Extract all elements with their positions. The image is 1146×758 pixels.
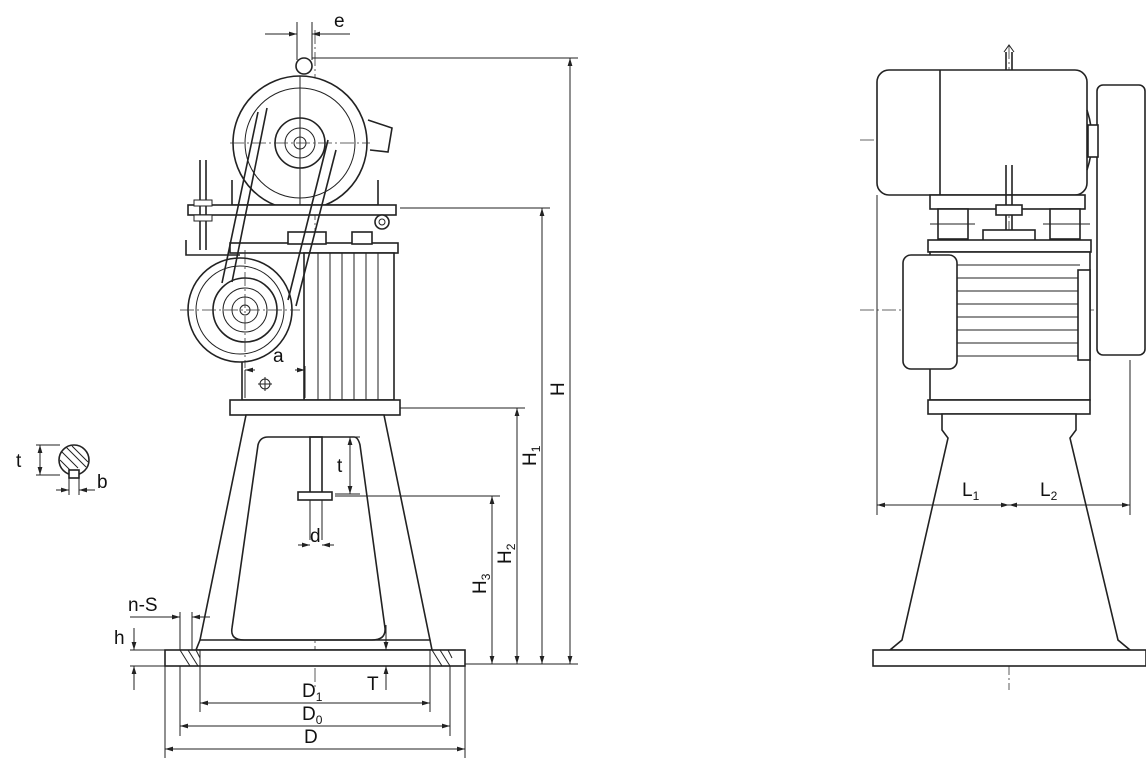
side-view — [860, 44, 1146, 690]
dim-label-T: T — [367, 674, 379, 695]
dim-label-L1: L1 — [962, 480, 980, 503]
dim-label-H2-text: H2 — [495, 543, 518, 564]
upper-pulley — [230, 57, 393, 211]
dim-label-t-shaft: t — [16, 451, 22, 472]
dim-label-H1: H1 — [520, 445, 543, 466]
shaft-section — [36, 444, 95, 495]
dim-label-d: d — [310, 526, 321, 547]
dim-label-b: b — [97, 472, 108, 493]
dim-label-t-key: t — [337, 456, 343, 477]
dim-label-H1-text: H1 — [520, 445, 543, 466]
dim-label-e: e — [334, 11, 345, 32]
dim-label-D: D — [304, 727, 318, 748]
dim-label-a: a — [273, 346, 284, 367]
lower-pulley — [180, 250, 305, 401]
dim-label-h: h — [114, 628, 125, 649]
side-dimensions — [876, 195, 1131, 515]
dim-label-n-s: n-S — [128, 595, 158, 616]
dim-label-L2: L2 — [1040, 480, 1058, 503]
front-dimensions — [130, 22, 578, 758]
dim-label-H: H — [548, 382, 569, 396]
front-view — [164, 30, 466, 690]
dim-label-D1: D1 — [302, 681, 323, 704]
dim-label-H2: H2 — [495, 543, 518, 564]
dim-label-H3: H3 — [470, 573, 493, 594]
dim-label-H3-text: H3 — [470, 573, 493, 594]
dim-label-D0: D0 — [302, 704, 323, 727]
dim-label-H-text: H — [548, 382, 569, 396]
